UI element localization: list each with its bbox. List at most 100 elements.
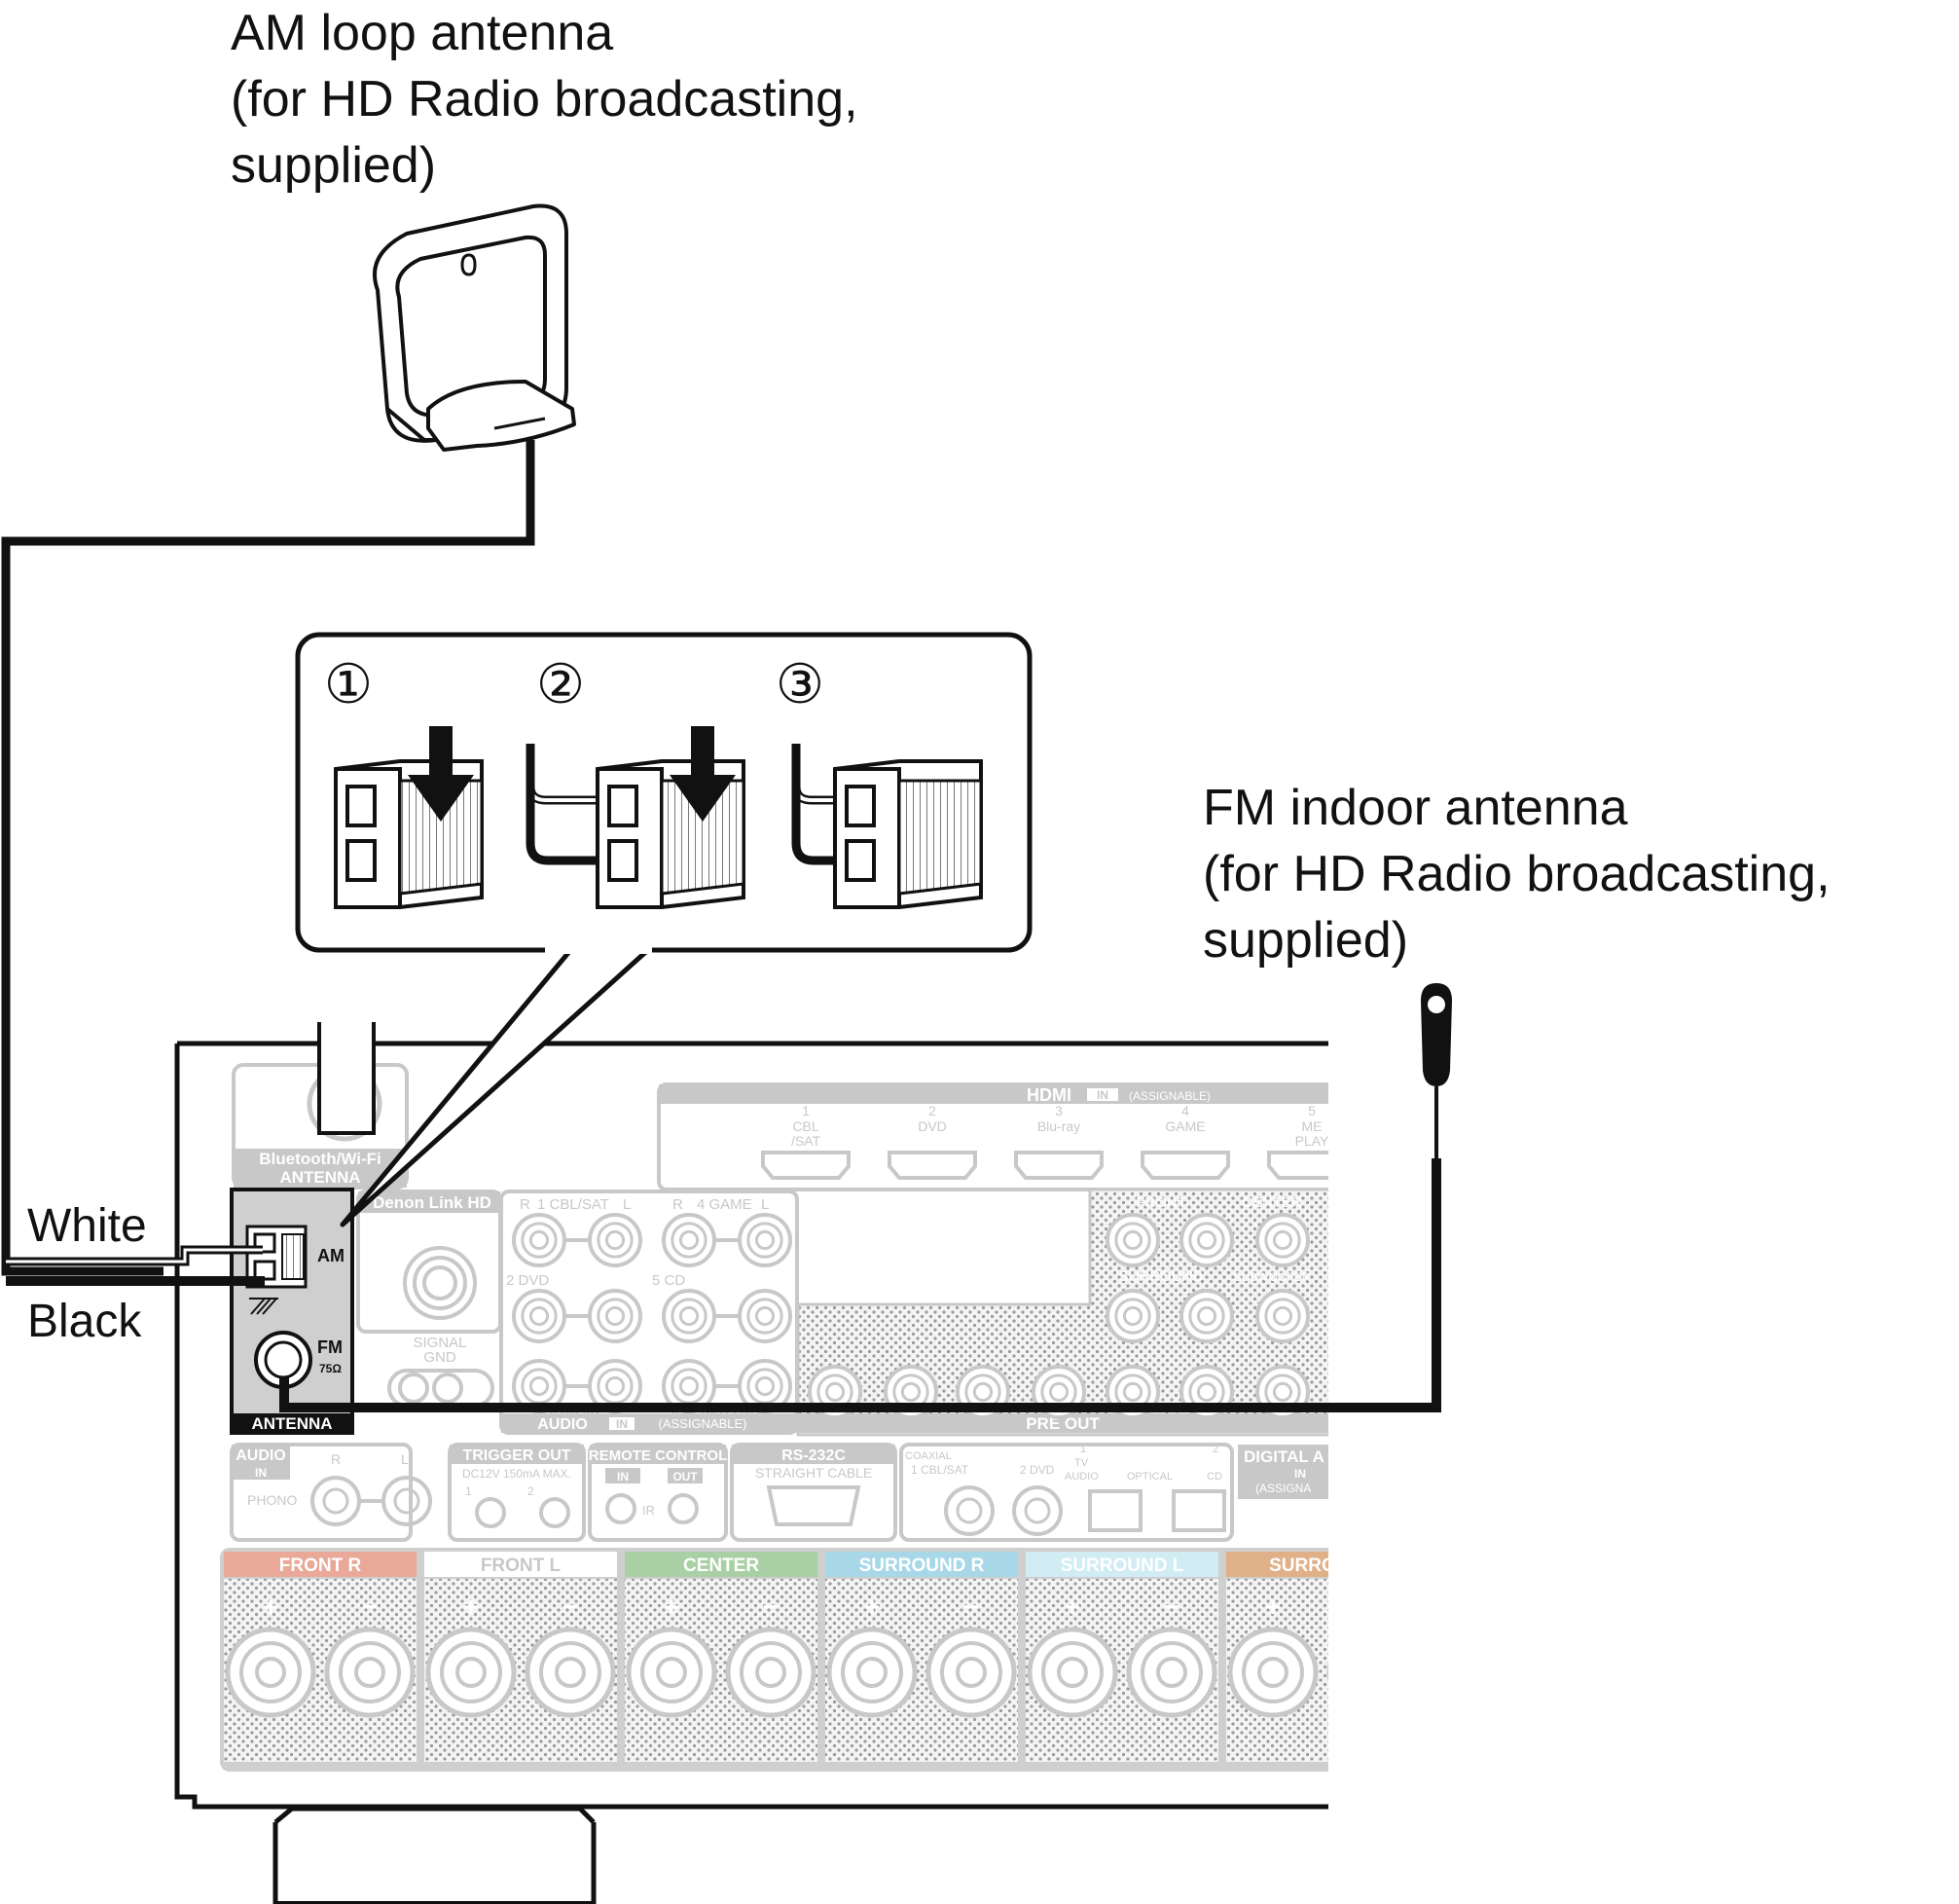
audio-in-jack-0-0-l (588, 1213, 642, 1267)
denon-link-label: Denon Link HD (373, 1193, 491, 1212)
svg-text:−: − (763, 1592, 779, 1622)
svg-text:−: − (362, 1592, 378, 1622)
fm-antenna-caption: FM indoor antenna (for HD Radio broadcas… (1203, 775, 1831, 973)
audio-in4-r: R (672, 1196, 683, 1213)
white-wire-label: White (27, 1200, 147, 1252)
speaker-terminal-group-4: SURROUND R+− (825, 1552, 1018, 1762)
speaker-terminal-group-6: SURROUND+− (1226, 1552, 1380, 1762)
coaxial-label: COAXIAL (905, 1450, 952, 1462)
preout-jack-0-r (1106, 1213, 1160, 1267)
svg-text:+: + (1065, 1592, 1080, 1622)
phono-in-label: IN (255, 1466, 267, 1480)
audio-in1-label: 1 CBL/SAT (537, 1196, 609, 1213)
trigger-spec: DC12V 150mA MAX. (462, 1467, 571, 1481)
phono-label: PHONO (247, 1492, 297, 1508)
opt1-tv: TV (1074, 1457, 1089, 1469)
audio-in-jack-0-1-l (588, 1289, 642, 1343)
svg-text:−: − (562, 1592, 578, 1622)
hdmi-in-section: HDMI IN (ASSIGNABLE) 1CBL/SAT2DVD3Blu-ra… (657, 1082, 1328, 1191)
hdmi-input-4-num: 4 (1181, 1103, 1189, 1118)
opt1-num: 1 (1080, 1444, 1086, 1455)
hdmi-input-5-num: 5 (1308, 1103, 1316, 1118)
preout-jack-0-l (1179, 1213, 1234, 1267)
audio-in4-label: 4 GAME (697, 1196, 752, 1213)
lower-io-row: AUDIO IN R L PHONO TRIGGER OUT DC12V 150… (230, 1443, 1328, 1542)
step-number-1: ① (324, 653, 373, 714)
coax2-label: 2 DVD (1020, 1463, 1055, 1477)
pre-out-title: PRE OUT (1026, 1414, 1100, 1433)
remote-ir-label: IR (642, 1503, 655, 1518)
digital-assignable: (ASSIGNA (1255, 1482, 1311, 1495)
svg-text:+: + (664, 1592, 679, 1622)
speaker-label-2: FRONT L (481, 1556, 562, 1576)
speaker-post-6-neg (1326, 1661, 1328, 1684)
remote-control-title: REMOTE CONTROL (589, 1447, 728, 1464)
phono-l-label: L (401, 1451, 409, 1467)
bluetooth-wifi-antenna-jack: Bluetooth/Wi-Fi ANTENNA (232, 1022, 409, 1190)
am-loop-antenna-icon (372, 203, 576, 452)
hdmi-input-3-name: Blu-ray (1037, 1118, 1080, 1134)
hdmi-title: HDMI (1027, 1085, 1071, 1105)
remote-out-label: OUT (672, 1470, 698, 1483)
am-wire-ends (6, 1245, 265, 1286)
pre-out-section: PRE OUT FRONT CENTER SURROUND SUBWOOFER … (796, 1188, 1328, 1437)
speaker-label-4: SURROUND R (859, 1556, 985, 1576)
speaker-terminal-group-1: FRONT R+− (224, 1552, 417, 1762)
hdmi-assignable: (ASSIGNABLE) (1129, 1089, 1211, 1103)
preout-jack-1-r (1106, 1289, 1160, 1343)
audio-in-footer-in: IN (616, 1417, 628, 1431)
audio-in-section: R 1 CBL/SAT L R 4 GAME L 2 DVD 5 CD 3 Bl… (499, 1190, 799, 1435)
installation-step-2: ② (526, 653, 745, 909)
antenna-section-label: ANTENNA (251, 1414, 332, 1433)
svg-text:+: + (864, 1592, 880, 1622)
speaker-terminal-group-2: FRONT L+− (424, 1552, 617, 1762)
speaker-terminal-group-5: SURROUND L + − (1026, 1552, 1218, 1762)
svg-text:−: − (1364, 1592, 1380, 1622)
audio-in-jack-1-0-l (738, 1213, 792, 1267)
preout-center-jack (1255, 1213, 1310, 1267)
rs232-sub: STRAIGHT CABLE (755, 1465, 872, 1481)
am-antenna-cable (1, 440, 535, 1276)
audio-in-jack-0-0-r (512, 1213, 566, 1267)
speaker-label-3: CENTER (683, 1556, 759, 1576)
audio-in-jack-1-1-l (738, 1289, 792, 1343)
trigger-1: 1 (465, 1484, 472, 1498)
digital-in-label: IN (1294, 1467, 1306, 1481)
black-wire-label: Black (27, 1296, 142, 1347)
fm-caption-line2: (for HD Radio broadcasting, (1203, 846, 1831, 902)
audio-in2-label: 2 DVD (506, 1272, 549, 1289)
am-caption-line1: AM loop antenna (231, 5, 614, 61)
hdmi-input-2-name: DVD (918, 1118, 947, 1134)
preout-jack-1-l (1179, 1289, 1234, 1343)
coax1-label: 1 CBL/SAT (911, 1463, 969, 1477)
step-number-2: ② (536, 653, 585, 714)
svg-text:−: − (1164, 1592, 1179, 1622)
signal-gnd-label-2: GND (423, 1349, 456, 1366)
hdmi-port-1 (761, 1151, 851, 1180)
fm-terminal-label: FM (317, 1337, 343, 1357)
speaker-terminal-group-3: CENTER+ − (625, 1552, 817, 1762)
fm-antenna-cable (279, 1158, 1441, 1412)
fm-caption-line3: supplied) (1203, 912, 1409, 969)
speaker-label-5: SURROUND L (1061, 1556, 1184, 1576)
opt1-audio: AUDIO (1065, 1471, 1099, 1483)
hdmi-port-4 (1141, 1151, 1230, 1180)
pre-out-center: CENTER (1242, 1194, 1302, 1211)
trigger-out-title: TRIGGER OUT (462, 1447, 570, 1464)
receiver-rear-panel: Bluetooth/Wi-Fi ANTENNA HDMI IN (ASSIGNA… (174, 1022, 1380, 1904)
step-number-3: ③ (776, 653, 824, 714)
hdmi-input-3-num: 3 (1055, 1103, 1063, 1118)
phono-audio-label: AUDIO (236, 1447, 286, 1464)
opt2-num: 2 (1213, 1444, 1218, 1455)
trigger-2: 2 (527, 1484, 534, 1498)
audio-in4-l: L (761, 1196, 769, 1213)
am-terminal-label: AM (317, 1246, 345, 1265)
hdmi-port-5 (1267, 1151, 1328, 1180)
speaker-terminals: FRONT R+−FRONT L+−CENTER+−SURROUND R+−SU… (220, 1548, 1380, 1772)
digital-audio-title: DIGITAL A (1244, 1447, 1324, 1466)
am-caption-line2: (for HD Radio broadcasting, (231, 71, 858, 128)
audio-in1-r: R (520, 1196, 530, 1213)
fm-indoor-antenna-icon (1421, 983, 1452, 1158)
audio-in-jack-0-2-r (512, 1359, 566, 1413)
svg-text:+: + (263, 1592, 278, 1622)
